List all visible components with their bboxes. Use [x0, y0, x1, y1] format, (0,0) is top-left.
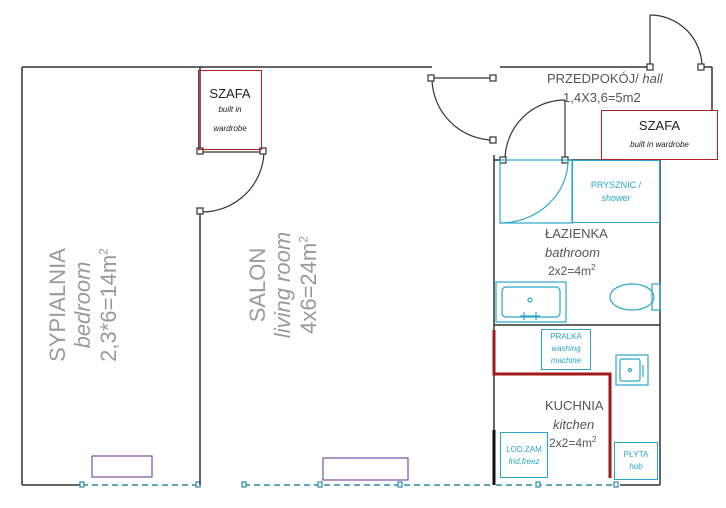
- toilet-shape: [609, 283, 661, 311]
- outer-walls: [21, 66, 713, 486]
- shower-line2: shower: [601, 193, 631, 203]
- bathroom-name-en: bathroom: [545, 245, 600, 260]
- bath-sink-shape: [495, 281, 567, 323]
- living-name: SALON: [245, 247, 270, 323]
- bedroom-label: SYPIALNIA bedroom 2,3*6=14m2: [45, 195, 155, 415]
- kitchen-area: 2x2=4m2: [549, 435, 597, 450]
- washer-line1: PRALKA: [550, 332, 582, 341]
- hob-line1: PŁYTA: [623, 450, 649, 459]
- fridge-line2: frid,freez: [508, 457, 540, 466]
- wardrobe-left-line2: wardrobe: [213, 124, 247, 133]
- fridge-line1: LOD.ZAM: [506, 445, 542, 454]
- wardrobe-right: [601, 110, 718, 160]
- wardrobe-right-name: SZAFA: [638, 118, 681, 133]
- doors: [196, 14, 705, 215]
- window-posts: [79, 481, 619, 488]
- fridge-label: LOD.ZAM frid,freez: [500, 444, 548, 468]
- hob-box: [614, 442, 658, 480]
- fridge-box: [500, 432, 548, 478]
- living-area: 4x6=24m2: [295, 236, 321, 334]
- washer-line2: washing: [551, 344, 581, 353]
- shower-label: PRYSZNIC / shower: [576, 180, 656, 203]
- washer-label: PRALKA washing machine: [541, 331, 591, 367]
- hob-line2: hob: [629, 462, 643, 471]
- hall-name-en: hall: [642, 71, 663, 86]
- radiators: [91, 455, 409, 481]
- hall-label: PRZEDPOKÓJ/ hall: [547, 71, 663, 86]
- shower-line1: PRYSZNIC /: [590, 180, 642, 190]
- kitchen-name-en: kitchen: [553, 417, 595, 432]
- wardrobe-left-line1: built in: [218, 105, 242, 114]
- washer-box: [541, 329, 591, 370]
- hall-name: PRZEDPOKÓJ/: [547, 71, 639, 86]
- bedroom-name: SYPIALNIA: [45, 248, 70, 362]
- shower-box: [572, 160, 660, 223]
- wardrobe-left: [198, 70, 262, 150]
- hall-area: 1,4X3,6=5m2: [563, 90, 641, 105]
- bedroom-name-en: bedroom: [70, 261, 96, 349]
- kitchen-partition: [492, 330, 612, 478]
- hob-label: PŁYTA hob: [614, 449, 658, 473]
- bathroom-name: ŁAZIENKA: [545, 226, 608, 241]
- bedroom-area: 2,3*6=14m2: [95, 248, 121, 362]
- wardrobe-left-name: SZAFA: [209, 86, 251, 101]
- bathroom-area: 2x2=4m2: [548, 263, 596, 278]
- living-label: SALON living room 4x6=24m2: [245, 210, 355, 360]
- wardrobe-right-line1: built in wardrobe: [630, 140, 689, 149]
- kitchen-sink-shape: [615, 354, 649, 386]
- living-name-en: living room: [270, 231, 296, 339]
- washer-line3: machine: [550, 356, 582, 365]
- shower-shape: [499, 159, 573, 224]
- kitchen-name: KUCHNIA: [545, 398, 604, 413]
